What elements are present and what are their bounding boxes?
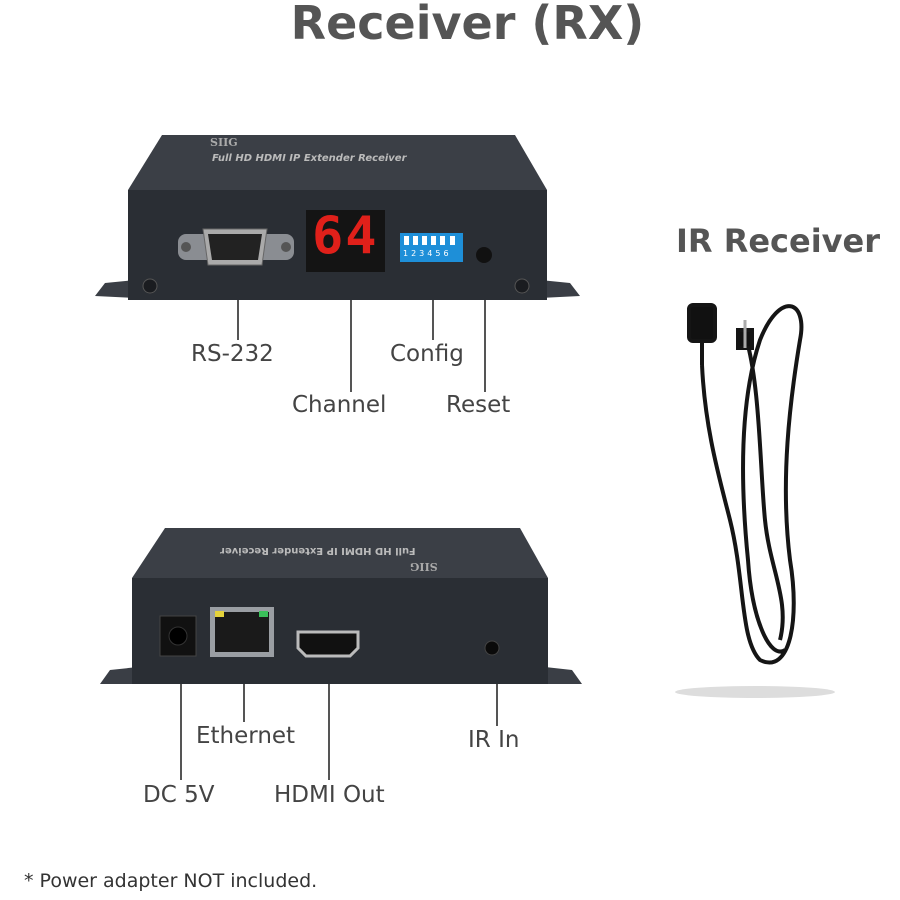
channel-label: Channel [292, 392, 387, 418]
hdmi-callout-line [328, 684, 330, 780]
channel-callout-line [350, 300, 352, 392]
ethernet-callout-line [243, 684, 245, 722]
channel-display: 64 [312, 206, 379, 266]
front-product-name: Full HD HDMI IP Extender Receiver [212, 153, 407, 164]
reset-label: Reset [446, 392, 511, 418]
rear-brand-logo: SIIG [410, 560, 438, 573]
page-title: Receiver (RX) [290, 0, 645, 50]
dip-switch-numbers: 123456 [403, 249, 452, 258]
rs232-label: RS-232 [191, 341, 274, 367]
config-callout-line [432, 300, 434, 340]
rear-device [100, 528, 582, 684]
reset-button [476, 247, 492, 263]
rs232-port [178, 228, 294, 266]
rs232-callout-line [237, 300, 239, 340]
hdmi-out-label: HDMI Out [274, 782, 385, 808]
ir-cable [675, 303, 835, 698]
ir-in-callout-line [496, 684, 498, 726]
reset-callout-line [484, 300, 486, 392]
front-device [95, 135, 580, 300]
footnote: * Power adapter NOT included. [24, 870, 318, 892]
dc-5v-label: DC 5V [143, 782, 215, 808]
channel-display-bg [306, 210, 385, 272]
ir-receiver-title: IR Receiver [676, 222, 881, 260]
rear-product-name: Full HD HDMI IP Extender Receiver [220, 545, 416, 556]
front-brand-logo: SIIG [210, 136, 238, 149]
dc-callout-line [180, 684, 182, 780]
config-label: Config [390, 341, 464, 367]
ir-in-label: IR In [468, 727, 520, 753]
ethernet-label: Ethernet [196, 723, 296, 749]
